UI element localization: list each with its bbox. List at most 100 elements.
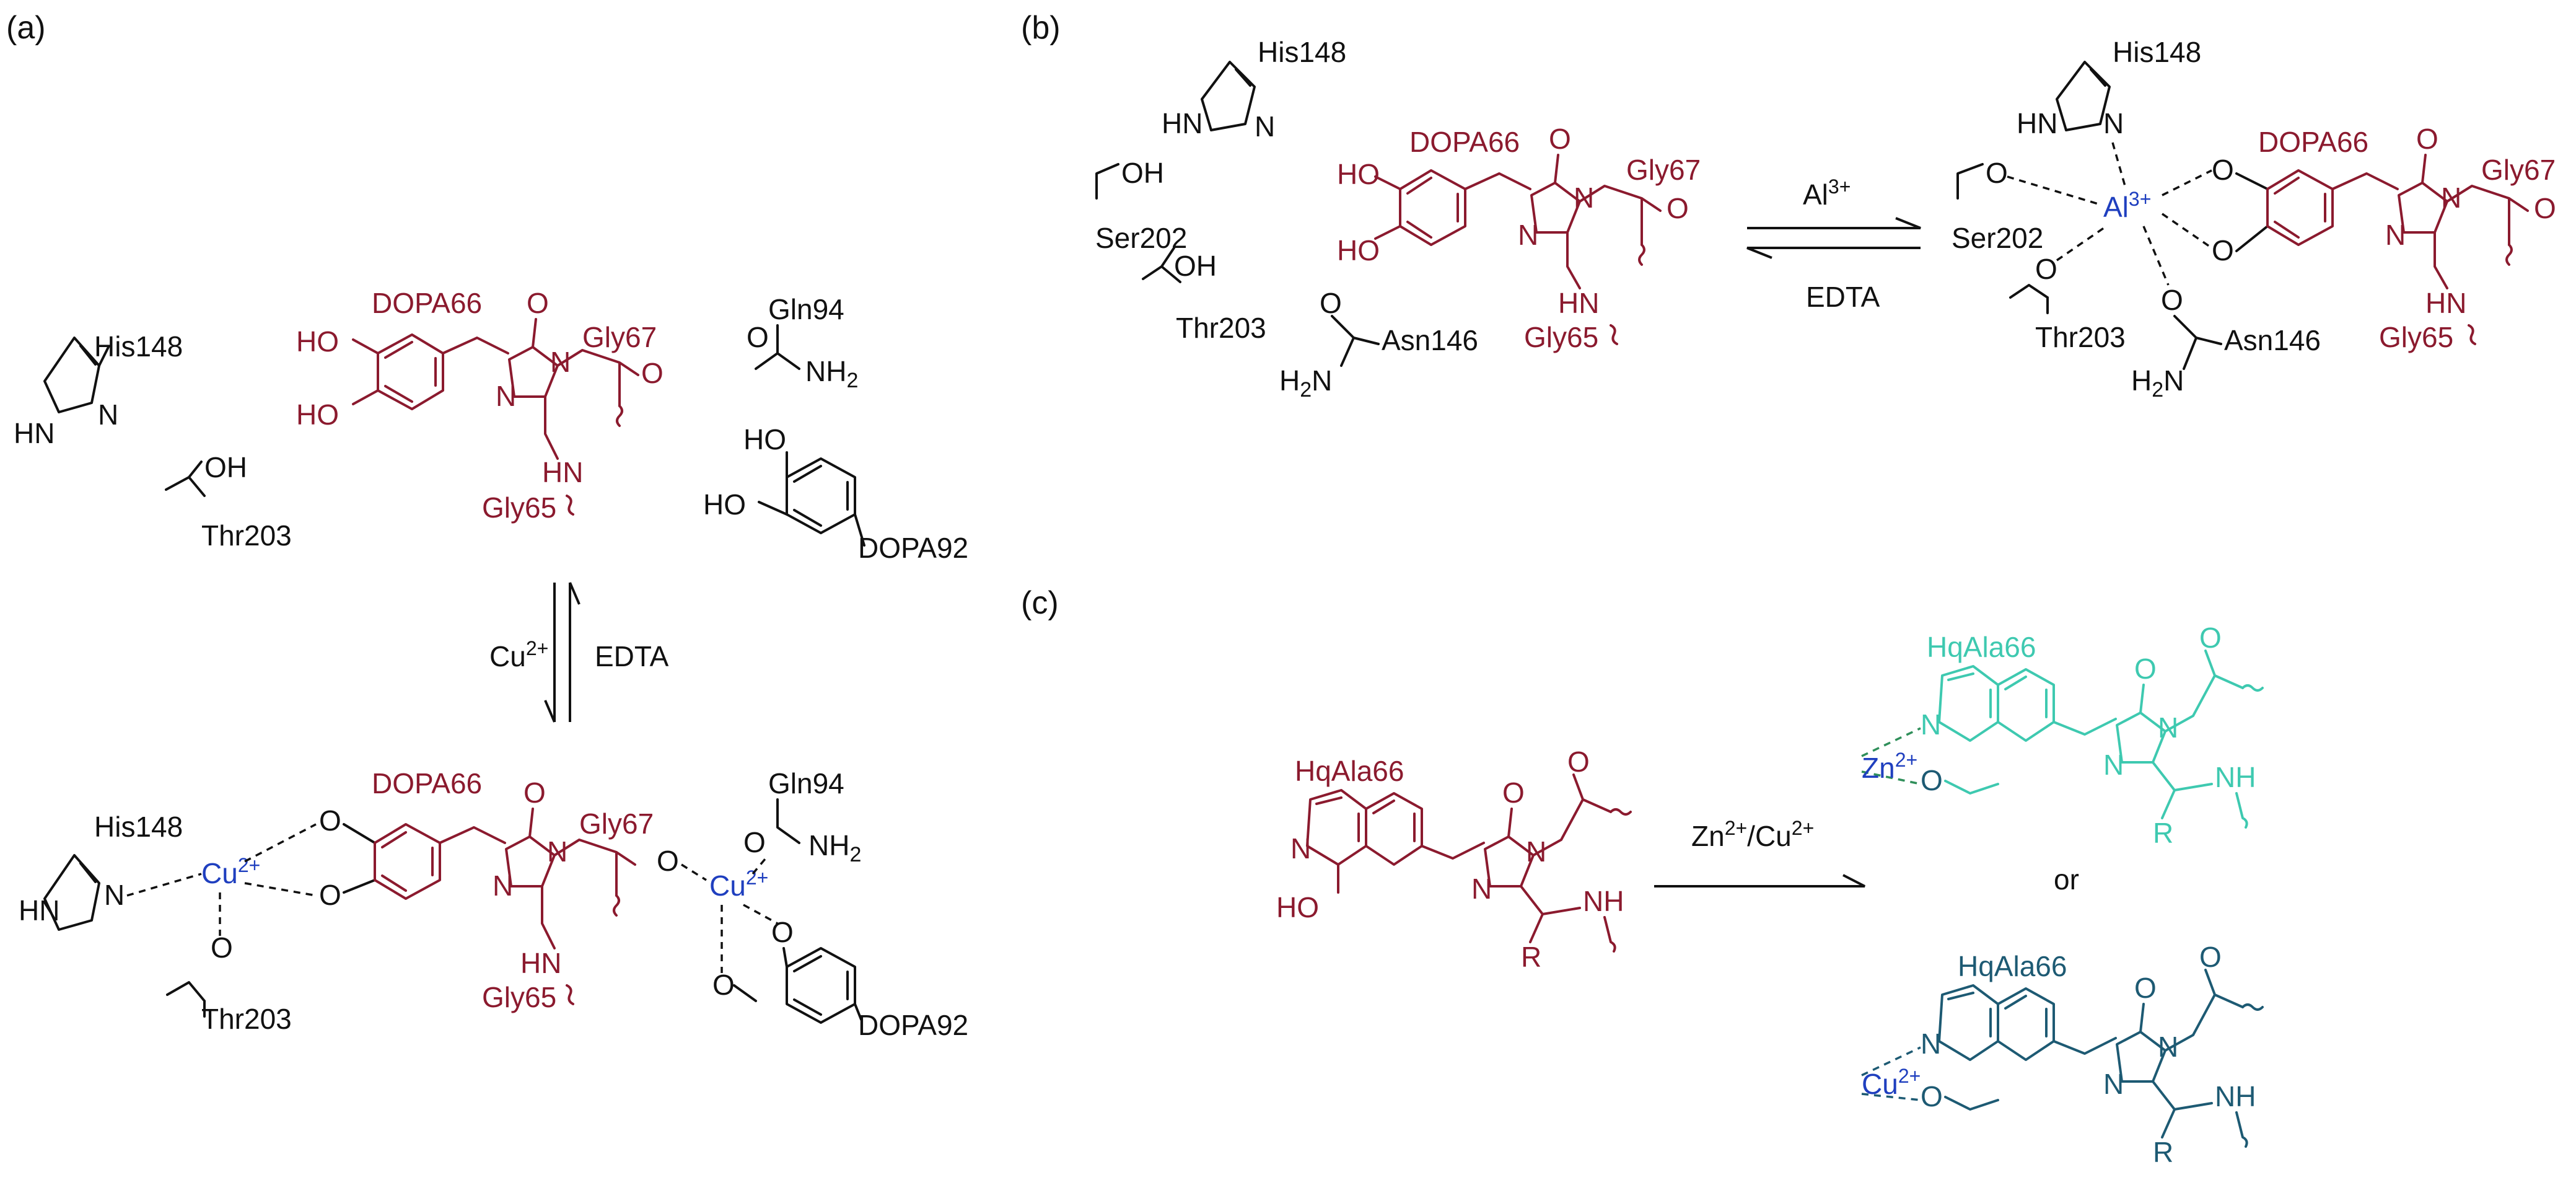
cu-o-chain: O (2199, 941, 2222, 973)
gln94-residue: Gln94 O NH2 (747, 293, 858, 392)
reagent-edta-label-b: EDTA (1806, 281, 1880, 313)
gly65-hn-b: HN (1558, 287, 1599, 319)
dopa66-ho-2-b: HO (1337, 234, 1380, 266)
asn146-h2n-b: H2N (1279, 364, 1332, 402)
dopa92-label: DOPA92 (858, 532, 968, 564)
thr203-label-b-complex: Thr203 (2035, 321, 2126, 353)
dopa66-n2-b-complex: N (2385, 219, 2406, 251)
his148-hn-b-complex: HN (2017, 107, 2057, 139)
gly67-label: Gly67 (582, 321, 657, 353)
asn146-label-b-complex: Asn146 (2224, 324, 2321, 356)
his148-label: His148 (94, 330, 183, 363)
dopa66-n1: N (550, 346, 571, 378)
gly65-label-b-complex: Gly65 (2379, 321, 2453, 353)
thr203-label-complex: Thr203 (201, 1003, 292, 1035)
zn-o-chain: O (2199, 622, 2222, 654)
gly67-o-b: O (1667, 192, 1689, 224)
gly67-label-complex: Gly67 (579, 808, 654, 840)
cu-carbonyl-o: O (2134, 972, 2157, 1004)
dopa92-o2-complex: O (712, 969, 735, 1001)
his148-n-b-complex: N (2103, 107, 2124, 139)
dopa66-label-b: DOPA66 (1409, 126, 1520, 158)
asn146-h2n-b-complex: H2N (2131, 364, 2184, 402)
reagent-cu-label: Cu2+ (489, 637, 548, 672)
gly65-hn-b-complex: HN (2425, 287, 2466, 319)
gly67-o-complex: O (657, 845, 679, 877)
hqala66-o-cu: O (1921, 1080, 1943, 1112)
cu-ion-c: Cu2+ (1862, 1065, 1921, 1100)
gly65-label-complex: Gly65 (482, 981, 556, 1013)
gln94-nh2: NH2 (805, 355, 858, 392)
panel-b-equilibrium-arrows: Al3+ EDTA (1746, 175, 1921, 313)
cu-nh: NH (2215, 1080, 2256, 1112)
thr203-o-complex: O (211, 932, 233, 964)
panel-a-equilibrium-arrows: Cu2+ EDTA (489, 582, 669, 723)
hqala66-n2: N (1471, 873, 1492, 905)
dopa66-o2-b-complex: O (2212, 234, 2234, 266)
panel-c-zn-complex: HqAla66 N O Zn2+ O N N O R NH (1861, 622, 2264, 849)
gly65-label-b: Gly65 (1524, 321, 1598, 353)
dopa92-ho-1: HO (743, 423, 786, 456)
gly67-label-b-complex: Gly67 (2481, 154, 2556, 186)
dopa66-n2-b: N (1518, 219, 1538, 251)
dopa66-label: DOPA66 (372, 287, 482, 319)
his148-hn: HN (14, 417, 55, 449)
ser202-label-b-complex: Ser202 (1952, 222, 2043, 254)
thr203-label: Thr203 (201, 519, 292, 552)
his148-label-complex: His148 (94, 811, 183, 843)
gly67-label-b: Gly67 (1626, 154, 1701, 186)
dopa66-o1-b-complex: O (2212, 154, 2234, 186)
dopa66-ho-1: HO (296, 325, 339, 358)
hqala66-o-zn: O (1921, 764, 1943, 796)
thr203-o-b-complex: O (2035, 253, 2057, 285)
zn-nh: NH (2215, 761, 2256, 793)
dopa66-o2-complex: O (319, 879, 341, 911)
hqala66-label-c: HqAla66 (1295, 755, 1404, 787)
zn-n1: N (2158, 711, 2178, 744)
hqala66-n: N (1290, 832, 1311, 865)
gln94-label: Gln94 (768, 293, 844, 325)
zn-n2: N (2103, 749, 2124, 781)
dopa66-ho-2: HO (296, 399, 339, 431)
hqala66-n-cu: N (1921, 1028, 1941, 1060)
dopa66-o1-complex: O (319, 804, 341, 837)
panel-label-b: (b) (1021, 10, 1061, 46)
dopa66-chromophore-a-top: DOPA66 HO HO O N N O Gly67 HN Gly65 (296, 287, 664, 524)
panel-a-cu-complex: His148 HN N Cu2+ O Thr203 O O DOPA66 O N… (19, 767, 968, 1041)
panel-label-c: (c) (1021, 585, 1059, 621)
cu-n1: N (2158, 1031, 2178, 1063)
gln94-o-complex: O (743, 826, 766, 858)
dopa66-label-complex: DOPA66 (372, 767, 482, 799)
hqala66-n1: N (1526, 835, 1546, 868)
cu-ion-1: Cu2+ (201, 854, 260, 889)
reagent-al-label: Al3+ (1803, 175, 1851, 211)
dopa92-ho-2: HO (703, 488, 746, 521)
hqala66-n-zn: N (1921, 708, 1941, 741)
his148-hn-b: HN (1162, 107, 1203, 139)
ser202-oh-b: OH (1121, 157, 1164, 189)
his148-hn-complex: HN (19, 894, 59, 927)
hqala66-label-cu: HqAla66 (1958, 950, 2067, 982)
zn-ion: Zn2+ (1862, 749, 1917, 784)
panel-c-reaction-arrow: Zn2+/Cu2+ (1654, 817, 1865, 887)
dopa66-ho-1-b: HO (1337, 158, 1380, 190)
panel-a-apo-state: His148 HN N OH Thr203 DOPA66 HO HO O N N… (14, 287, 968, 564)
reagent-zn-cu-label: Zn2+/Cu2+ (1691, 817, 1814, 852)
hqala66-nh: NH (1583, 885, 1624, 917)
gly67-o-b-complex: O (2534, 192, 2556, 224)
gln94-nh2-complex: NH2 (808, 829, 861, 866)
dopa66-carbonyl-o: O (527, 287, 549, 319)
thr203-oh-b: OH (1174, 250, 1217, 282)
ser202-label-b: Ser202 (1095, 222, 1187, 254)
asn146-o-b: O (1320, 287, 1342, 319)
dopa92-residue: HO HO DOPA92 (703, 423, 968, 564)
dopa66-carbonyl-o-b-complex: O (2416, 123, 2438, 155)
ser202-o-b-complex: O (1986, 157, 2008, 189)
gly67-o: O (641, 357, 664, 389)
gly65-hn-complex: HN (520, 947, 561, 979)
dopa66-n2: N (496, 380, 516, 412)
his148-n: N (98, 399, 118, 431)
his148-label-b: His148 (1258, 36, 1346, 68)
dopa66-label-b-complex: DOPA66 (2258, 126, 2368, 158)
